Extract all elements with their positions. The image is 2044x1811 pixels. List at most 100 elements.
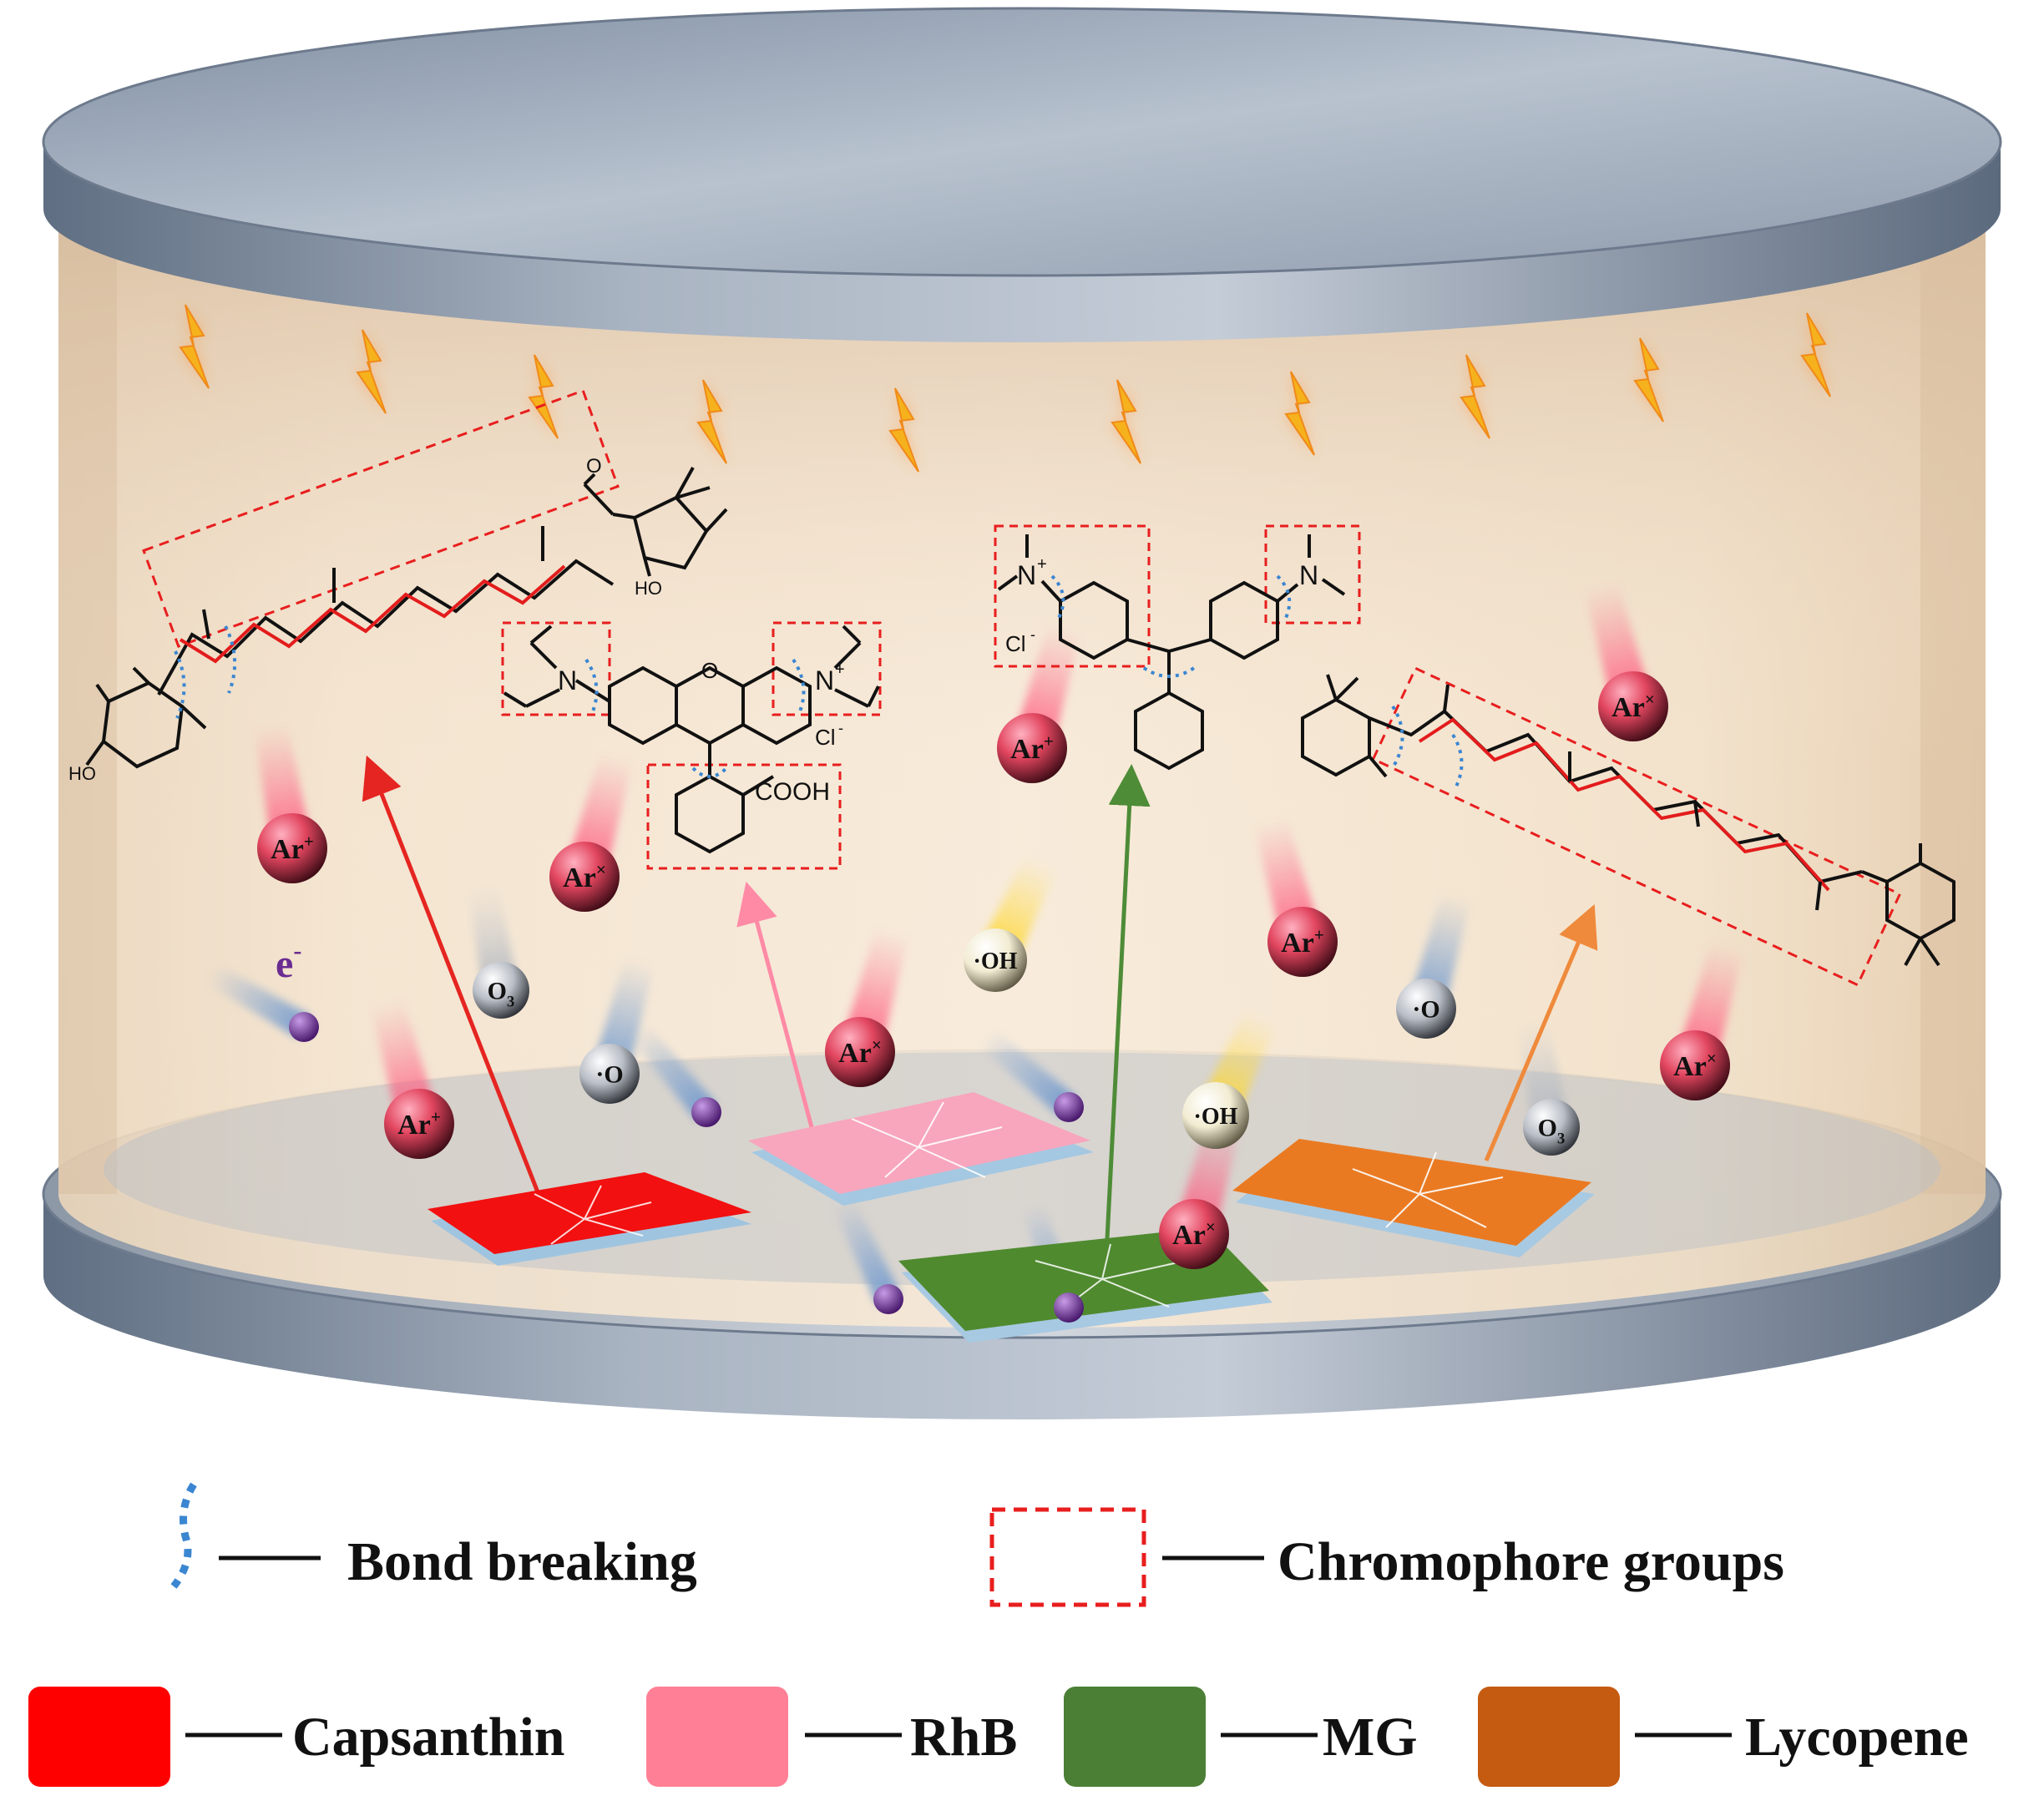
rhb-n-left: N [558,665,577,696]
lightning-spark-icon [696,379,727,464]
lightning-spark-icon [1800,312,1831,397]
rhb-cl: Cl [815,725,836,750]
svg-text:Ar+: Ar+ [1281,924,1324,959]
svg-text:Ar+: Ar+ [1010,731,1054,765]
arrow-rhb [736,881,814,1128]
sample-plates [428,1092,1595,1343]
svg-text:Ar×: Ar× [563,859,606,893]
o-radical: ·O [1396,979,1456,1039]
ar-ion: Ar+ [1267,907,1338,977]
svg-text:O3: O3 [1538,1115,1566,1148]
svg-text:Ar×: Ar× [1172,1217,1216,1251]
chromophore-box-rhb-carboxyphenyl [646,763,842,870]
legend-bond-breaking-label: Bond breaking [347,1531,697,1592]
svg-text:Ar+: Ar+ [271,831,314,865]
xanthene-o-label: O [701,658,718,683]
electron [691,1097,721,1127]
lycopene-structure [1301,666,1955,987]
rhb-n-right: N [815,665,834,696]
legend-lycopene-label: Lycopene [1745,1707,1969,1768]
legend-lycopene: Lycopene [1478,1687,1969,1787]
electron [873,1284,903,1314]
plate-lycopene [1232,1139,1595,1257]
arrow-lycopene [1484,903,1598,1161]
legend-mg: MG [1064,1687,1418,1787]
ar-excited: Ar× [549,842,620,912]
legend-bond-breaking: Bond breaking [170,1482,697,1592]
capsanthin-swatch [28,1687,170,1787]
lightning-spark-icon [179,304,210,389]
mg-cl: Cl [1005,631,1026,656]
cooh-label: COOH [755,778,830,806]
bond-breaking-symbol [170,1482,197,1589]
oh-radical: ·OH [964,928,1027,992]
plate-rhb [748,1092,1094,1206]
reactive-species: Ar+Ar+Ar+Ar×Ar×Ar×Ar+Ar×Ar×O3O3·O·O·OH·O… [257,671,1730,1323]
electron [1054,1292,1084,1323]
ho-label-left: HO [68,763,96,784]
ar-ion: Ar× [1598,671,1668,741]
lightning-spark-icon [1633,337,1664,422]
chromophore-box-capsanthin [142,388,620,649]
svg-text:Ar×: Ar× [1673,1048,1717,1082]
degradation-arrows [362,755,1598,1240]
legend-capsanthin-label: Capsanthin [292,1707,565,1768]
chromophore-box-mg-left [994,524,1151,668]
reactor [42,7,2002,1419]
plate-capsanthin [428,1172,751,1266]
particle-trails [204,580,1744,1313]
svg-text:O3: O3 [488,978,515,1011]
ar-excited: Ar× [825,1017,895,1087]
svg-text:·O: ·O [1412,996,1439,1024]
svg-text:e-: e- [276,937,301,986]
svg-text:Ar×: Ar× [1611,689,1655,723]
legend-mg-label: MG [1323,1707,1418,1768]
mg-structure: N + Cl - N [994,524,1361,771]
legend: Bond breaking Chromophore groups Capsant… [28,1482,1969,1787]
rhb-swatch [646,1687,788,1787]
legend-rhb-label: RhB [910,1707,1017,1768]
legend-chromophore: Chromophore groups [989,1507,1784,1607]
legend-rhb: RhB [646,1687,1017,1787]
top-electrode [43,8,2001,276]
legend-capsanthin: Capsanthin [28,1687,565,1787]
rhb-structure: O COOH N N + Cl - [501,621,882,870]
discharge-sparks [179,304,1831,473]
lightning-spark-icon [528,354,559,439]
ho-label-right: HO [635,578,662,599]
o-radical: ·O [579,1044,640,1104]
lightning-spark-icon [1111,379,1141,464]
rhb-n-plus: + [835,660,845,679]
oh-radical: ·OH [1182,1082,1249,1149]
mg-n-right: N [1299,560,1318,590]
electron [289,1012,319,1042]
mg-swatch [1064,1687,1206,1787]
ar-ion: Ar+ [997,713,1067,783]
mg-n-plus: + [1037,555,1047,574]
arrow-capsanthin [362,755,544,1201]
chromophore-box-mg-right [1264,524,1361,625]
svg-text:Ar+: Ar+ [397,1106,441,1141]
lightning-spark-icon [356,329,387,414]
ozone: O3 [1523,1099,1580,1156]
electron [1054,1092,1084,1122]
ar-ion: Ar+ [257,813,327,883]
electron-label: e- [276,937,301,986]
rhb-cl-minus: - [838,720,843,736]
legend-chromophore-label: Chromophore groups [1278,1531,1784,1592]
svg-text:Ar×: Ar× [838,1034,882,1069]
capsanthin-structure: HO O HO [68,388,728,784]
svg-text:·O: ·O [595,1061,623,1089]
svg-text:·OH: ·OH [1194,1104,1238,1130]
ar-excited: Ar× [1660,1030,1730,1100]
lightning-spark-icon [888,387,919,473]
lightning-spark-icon [1460,354,1490,439]
chromophore-symbol [989,1507,1146,1607]
mg-cl-minus: - [1030,626,1035,643]
carbonyl-o-label: O [586,455,602,478]
svg-text:·OH: ·OH [974,948,1018,974]
mg-n-left: N [1017,560,1036,590]
arrow-mg [1105,764,1151,1240]
lycopene-swatch [1478,1687,1620,1787]
